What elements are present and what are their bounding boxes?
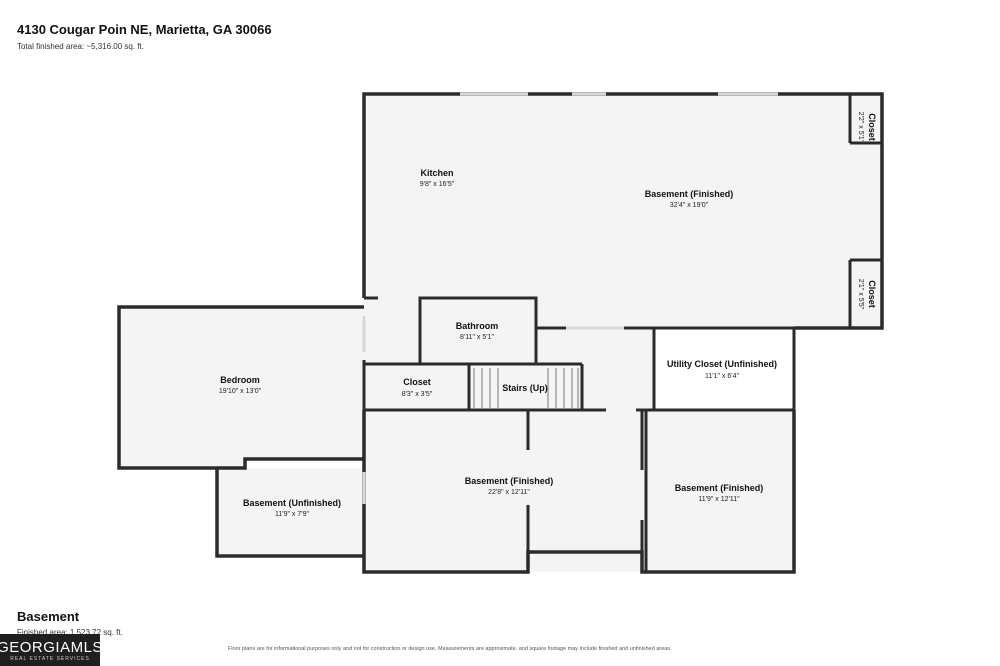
floor-finished-area: Finished area: 1,523.72 sq. ft. [17,628,123,637]
room-basement-unfinished-dims: 11'9" x 7'9" [275,511,309,518]
floor-name: Basement [17,609,80,624]
logo-wordmark: GEORGIAMLS [0,638,103,656]
room-kitchen-dims: 9'8" x 16'5" [420,181,455,188]
room-utility-closet-dims: 11'1" x 6'4" [705,373,739,380]
room-basement-finished-right-name: Basement (Finished) [675,483,764,493]
room-basement-finished-right-dims: 11'9" x 12'11" [698,496,740,503]
room-stairs-name: Stairs (Up) [502,383,548,393]
room-closet-right-name: Closet [867,280,877,308]
room-basement-unfinished-name: Basement (Unfinished) [243,498,341,508]
room-bathroom-name: Bathroom [456,321,499,331]
room-closet-right-dims: 2'1" x 5'5" [857,279,864,310]
room-bedroom-dims: 19'10" x 13'0" [219,388,262,395]
property-address: 4130 Cougar Poin NE, Marietta, GA 30066 [17,22,272,37]
georgia-mls-logo[interactable]: GEORGIAMLS REAL ESTATE SERVICES [0,634,103,666]
room-closet-small-dims: 8'3" x 3'5" [402,391,433,398]
disclaimer-text: Floor plans are for informational purpos… [228,646,672,652]
room-bedroom-name: Bedroom [220,375,260,385]
room-basement-finished-center-dims: 22'8" x 12'11" [488,489,530,496]
room-basement-finished-main-dims: 32'4" x 19'0" [670,202,709,209]
logo-tagline: REAL ESTATE SERVICES [10,655,90,662]
room-closet-small-name: Closet [403,377,431,387]
room-basement-finished-main-name: Basement (Finished) [645,189,734,199]
room-closet-top-dims: 2'2" x 5'1" [857,112,864,143]
room-utility-closet-name: Utility Closet (Unfinished) [667,359,777,369]
stairs-treads [473,368,579,408]
room-fills [119,94,882,572]
room-closet-top-name: Closet [867,113,877,141]
room-bathroom-dims: 8'11" x 5'1" [460,334,494,341]
windows [362,92,778,504]
room-kitchen-name: Kitchen [420,168,453,178]
room-basement-finished-center-name: Basement (Finished) [465,476,554,486]
total-finished-area: Total finished area: ~5,316.00 sq. ft. [17,42,144,51]
